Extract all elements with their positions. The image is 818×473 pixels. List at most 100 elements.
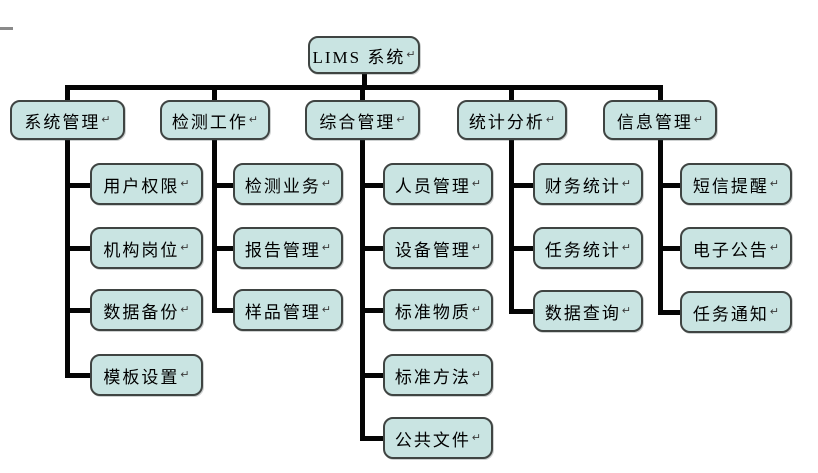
connector-child-stub [65, 183, 93, 188]
return-mark: ↵ [321, 303, 332, 316]
return-mark: ↵ [471, 431, 482, 444]
return-mark: ↵ [180, 368, 190, 381]
node-label: 数据查询 [544, 303, 621, 323]
node-label: 短信提醒 [692, 176, 769, 196]
node-label: 用户权限 [103, 176, 180, 196]
node-label: 模板设置 [103, 367, 180, 387]
connector-branch-stub [65, 85, 70, 100]
node-label: 财务统计 [544, 176, 621, 196]
connector-branch-stub [658, 85, 663, 100]
node-data-query: 数据查询↵ [533, 290, 643, 332]
return-mark: ↵ [101, 113, 111, 126]
return-mark: ↵ [769, 177, 780, 190]
connector-child-stub [360, 373, 385, 378]
node-label: LIMS 系统 [312, 47, 406, 67]
node-label: 样品管理 [244, 302, 321, 322]
return-mark: ↵ [621, 304, 632, 317]
return-mark: ↵ [621, 177, 632, 190]
return-mark: ↵ [693, 113, 704, 126]
return-mark: ↵ [545, 113, 556, 126]
connector-trunk [509, 140, 514, 314]
node-label: 检测工作 [171, 112, 248, 132]
node-task-statistics: 任务统计↵ [533, 227, 643, 269]
node-label: 检测业务 [244, 176, 321, 196]
node-label: 标准方法 [394, 367, 471, 387]
connector-trunk [360, 140, 365, 441]
node-comprehensive-management: 综合管理↵ [305, 100, 420, 140]
node-label: 报告管理 [244, 240, 321, 260]
stray-artifact-mark [0, 27, 13, 30]
connector-trunk [212, 140, 217, 313]
node-user-permissions: 用户权限↵ [90, 163, 203, 205]
return-mark: ↵ [769, 305, 780, 318]
connector-child-stub [360, 308, 385, 313]
node-org-positions: 机构岗位↵ [90, 227, 203, 269]
node-system-management: 系统管理↵ [10, 100, 125, 140]
connector-child-stub [658, 183, 682, 188]
node-label: 电子公告 [692, 240, 769, 260]
node-label: 公共文件 [394, 430, 471, 450]
connector-child-stub [658, 246, 682, 251]
node-financial-statistics: 财务统计↵ [533, 163, 643, 205]
connector-child-stub [65, 308, 93, 313]
connector-child-stub [212, 183, 235, 188]
node-lims-root: LIMS 系统↵ [308, 36, 420, 74]
node-task-notification: 任务通知↵ [680, 291, 792, 333]
return-mark: ↵ [396, 113, 406, 126]
node-statistics-analysis: 统计分析↵ [457, 100, 567, 140]
connector-branch-stub [360, 85, 365, 100]
connector-trunk [65, 140, 70, 378]
return-mark: ↵ [471, 303, 482, 316]
node-testing-work: 检测工作↵ [160, 100, 270, 140]
connector-child-stub [509, 183, 535, 188]
node-report-management: 报告管理↵ [233, 227, 343, 269]
return-mark: ↵ [769, 241, 780, 254]
node-information-management: 信息管理↵ [603, 100, 717, 140]
node-template-settings: 模板设置↵ [90, 354, 203, 396]
return-mark: ↵ [471, 241, 482, 254]
connector-child-stub [658, 310, 682, 315]
node-personnel-management: 人员管理↵ [383, 163, 493, 205]
node-public-documents: 公共文件↵ [383, 417, 493, 459]
return-mark: ↵ [180, 177, 190, 190]
connector-branch-stub [509, 85, 514, 100]
connector-child-stub [360, 436, 385, 441]
return-mark: ↵ [471, 177, 482, 190]
connector-child-stub [65, 246, 93, 251]
return-mark: ↵ [471, 368, 482, 381]
node-label: 数据备份 [103, 302, 180, 322]
connector-child-stub [509, 246, 535, 251]
node-label: 设备管理 [394, 240, 471, 260]
connector-root-stub [362, 73, 367, 89]
node-testing-business: 检测业务↵ [233, 163, 343, 205]
node-e-bulletin: 电子公告↵ [680, 227, 792, 269]
node-data-backup: 数据备份↵ [90, 289, 203, 331]
connector-branch-stub [212, 85, 217, 100]
node-reference-materials: 标准物质↵ [383, 289, 493, 331]
node-label: 机构岗位 [103, 240, 180, 260]
connector-child-stub [360, 183, 385, 188]
connector-trunk [658, 140, 663, 315]
node-label: 综合管理 [319, 112, 396, 132]
node-label: 信息管理 [616, 112, 693, 132]
return-mark: ↵ [321, 177, 332, 190]
return-mark: ↵ [180, 303, 190, 316]
return-mark: ↵ [621, 241, 632, 254]
return-mark: ↵ [406, 48, 416, 61]
connector-child-stub [212, 308, 235, 313]
connector-child-stub [212, 246, 235, 251]
node-sample-management: 样品管理↵ [233, 289, 343, 331]
node-label: 统计分析 [468, 112, 545, 132]
node-label: 标准物质 [394, 302, 471, 322]
return-mark: ↵ [248, 113, 259, 126]
node-label: 系统管理 [24, 112, 101, 132]
node-label: 人员管理 [394, 176, 471, 196]
node-equipment-management: 设备管理↵ [383, 227, 493, 269]
connector-child-stub [65, 373, 93, 378]
return-mark: ↵ [321, 241, 332, 254]
node-standard-methods: 标准方法↵ [383, 354, 493, 396]
connector-child-stub [509, 309, 535, 314]
return-mark: ↵ [180, 241, 190, 254]
node-label: 任务统计 [544, 240, 621, 260]
node-sms-reminder: 短信提醒↵ [680, 163, 792, 205]
